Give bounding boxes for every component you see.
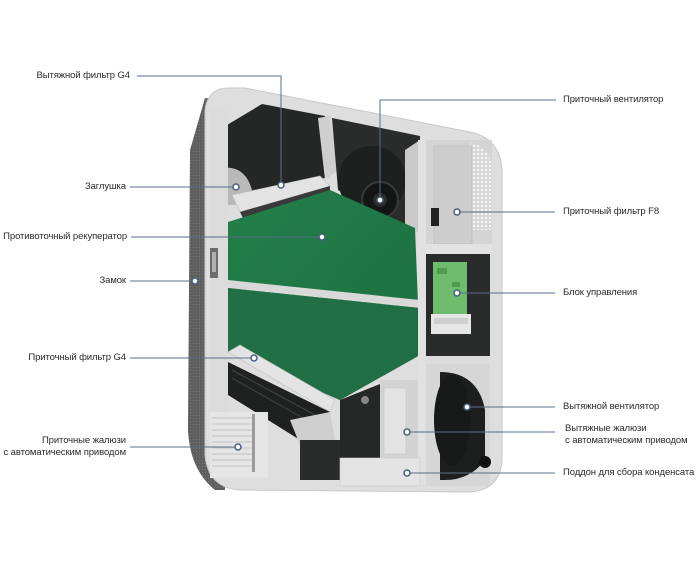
control-unit-compartment	[424, 254, 490, 364]
exhaust-louvers-chamber	[340, 380, 418, 462]
callout-dots	[191, 181, 471, 477]
label-exhaust-filter-g4: Вытяжной фильтр G4	[36, 70, 130, 81]
label-supply-filter-g4: Приточный фильтр G4	[28, 352, 126, 363]
label-exhaust-fan: Вытяжной вентилятор	[563, 401, 660, 412]
label-supply-louvers: Приточные жалюзи с автоматическим привод…	[3, 435, 126, 458]
label-counterflow-recuperator: Противоточный рекуператор	[3, 231, 127, 242]
exhaust-filter-chamber	[222, 104, 338, 220]
label-control-unit: Блок управления	[563, 287, 638, 298]
label-supply-filter-f8: Приточный фильтр F8	[563, 206, 660, 217]
label-condensate-tray: Поддон для сбора конденсата	[563, 467, 695, 478]
supply-filter-g4-chamber	[227, 344, 340, 480]
supply-fan-chamber	[332, 118, 420, 238]
exhaust-fan-compartment	[426, 364, 491, 486]
housing-left-frame	[210, 110, 228, 470]
label-lock: Замок	[99, 275, 127, 286]
label-plug: Заглушка	[84, 181, 126, 192]
supply-filter-f8-compartment	[422, 140, 492, 254]
label-supply-fan: Приточный вентилятор	[563, 94, 664, 105]
label-exhaust-louvers: Вытяжные жалюзи с автоматическим приводо…	[565, 423, 688, 446]
housing-divider	[418, 140, 426, 485]
leader-lines	[130, 75, 556, 474]
